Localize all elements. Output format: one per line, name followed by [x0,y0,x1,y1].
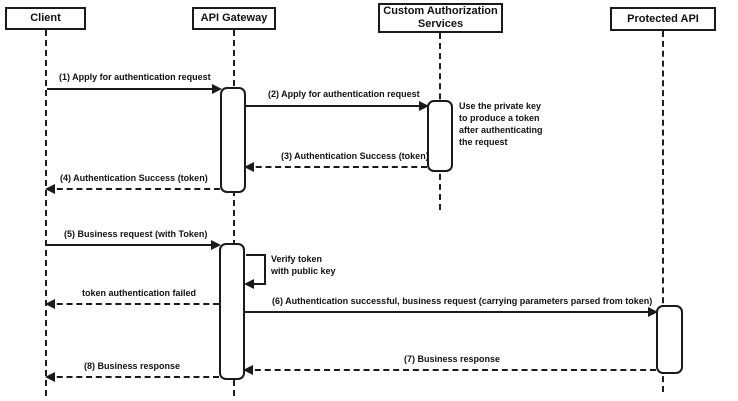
activation-api-gateway-1 [220,87,246,193]
message-line [245,311,656,313]
arrowhead-left-icon [244,162,254,172]
arrowhead-left-icon [45,184,55,194]
arrowhead-left-icon [243,365,253,375]
actor-protected-api-label: Protected API [627,12,699,25]
activation-protected-api [656,305,683,374]
message-3-label: (3) Authentication Success (token) [281,151,429,161]
message-fail-label: token authentication failed [82,288,197,298]
activation-api-gateway-2 [219,243,245,380]
actor-custom-auth: Custom Authorization Services [378,3,503,33]
self-message-loop [244,254,266,289]
lifeline-api-gateway [233,30,235,396]
actor-protected-api: Protected API [610,7,716,31]
message-line [47,88,220,90]
message-line [47,188,220,190]
actor-custom-auth-label: Custom Authorization Services [383,5,498,30]
actor-api-gateway-label: API Gateway [200,12,268,24]
self-message-line1: Verify token [271,254,323,264]
message-line [47,303,219,305]
arrowhead-left-icon [244,279,254,289]
message-line [246,166,427,168]
message-line [47,376,219,378]
self-message-line2: with public key [271,266,336,276]
message-line [47,244,219,246]
arrowhead-left-icon [45,372,55,382]
message-2-label: (2) Apply for authentication request [268,89,420,99]
message-7-label: (7) Business response [404,354,501,364]
lifeline-protected-api [662,31,664,392]
message-4-label: (4) Authentication Success (token) [60,173,208,183]
message-8-label: (8) Business response [84,361,181,371]
message-6-label: (6) Authentication successful, business … [272,296,653,306]
message-line [245,369,656,371]
message-5-label: (5) Business request (with Token) [64,229,208,239]
actor-client: Client [5,7,86,30]
note-private-key: Use the private key to produce a token a… [459,101,543,147]
message-line [246,105,427,107]
arrowhead-right-icon [211,240,221,250]
arrowhead-left-icon [45,299,55,309]
actor-client-label: Client [30,12,61,24]
self-message-label: Verify token with public key [271,253,336,277]
actor-api-gateway: API Gateway [192,7,276,30]
arrowhead-right-icon [419,101,429,111]
arrowhead-right-icon [648,307,658,317]
message-1-label: (1) Apply for authentication request [59,72,211,82]
lifeline-client [45,30,47,396]
arrowhead-right-icon [212,84,222,94]
activation-custom-auth [427,100,453,172]
